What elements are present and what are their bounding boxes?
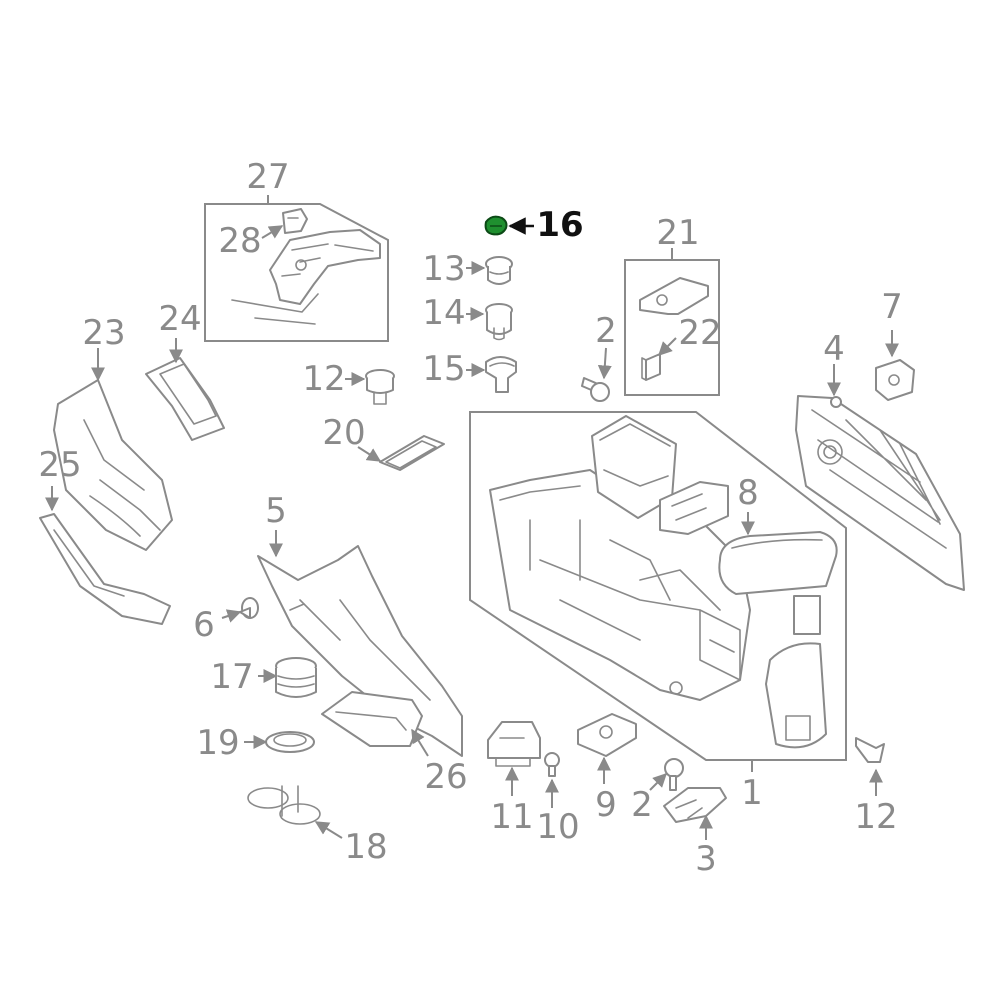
part-24-bezel [145,357,225,441]
group-27-shifter-box [204,195,389,342]
callout-5: 5 [265,491,287,531]
part-21-bracket [639,277,709,315]
part-12-lower-push-pin [855,737,885,763]
part-2-lower-screw [664,758,684,791]
part-19-ring [265,731,315,753]
callout-18: 18 [344,827,387,867]
part-10-screw [544,752,560,777]
part-7-clip [875,359,915,401]
part-6-push-pin [239,597,259,619]
callout-12-upper: 12 [302,359,345,399]
frame-27 [204,203,389,342]
callout-27: 27 [246,157,289,197]
part-3-bracket [663,787,727,823]
callout-21: 21 [656,213,699,253]
callout-22: 22 [678,313,721,353]
callout-4: 4 [823,329,845,369]
callout-10: 10 [536,807,579,847]
callout-14: 14 [422,293,465,333]
callout-26: 26 [424,757,467,797]
part-12-upper-push-pin [365,369,395,405]
callout-1: 1 [741,773,763,813]
callout-labels: 27 28 16 13 14 15 12 20 21 22 2 7 4 8 23… [38,157,902,879]
callout-2-lower: 2 [631,785,653,825]
part-15-clip [485,356,517,393]
callout-28: 28 [218,221,261,261]
callout-15: 15 [422,349,465,389]
callout-25: 25 [38,445,81,485]
part-16-cap-highlighted [484,215,508,236]
callout-24: 24 [158,299,201,339]
part-8-armrest [718,531,838,635]
frame-1 [469,411,847,761]
part-27-shifter-mechanism [231,229,381,325]
callout-23: 23 [82,313,125,353]
part-20-tray-mat [379,435,445,471]
group-21-box [624,248,720,396]
part-28-clip [282,208,308,234]
callout-13: 13 [422,249,465,289]
callout-2-upper: 2 [595,311,617,351]
part-bracket-insert [659,481,729,535]
part-4-side-panel [795,395,965,591]
callout-3: 3 [695,839,717,879]
part-18-cup-insert [247,785,321,825]
callout-11: 11 [490,797,533,837]
callout-17: 17 [210,657,253,697]
callout-12-lower: 12 [854,797,897,837]
part-9-bracket [577,713,637,757]
part-22-clip [641,353,661,381]
callout-8: 8 [737,473,759,513]
part-26-tray [321,691,423,747]
part-25-trim-strip [39,513,171,625]
callout-6: 6 [193,605,215,645]
part-rear-cover [765,642,827,749]
callout-20: 20 [322,413,365,453]
part-11-switch-block [487,721,541,767]
part-17-cup-sleeve [275,657,317,698]
callout-16: 16 [536,205,583,245]
callout-7: 7 [881,287,903,327]
part-13-bushing [485,256,513,285]
part-23-shifter-bezel [53,379,173,551]
part-2-upper-screw [581,377,610,402]
part-14-sleeve [485,303,513,341]
callout-19: 19 [196,723,239,763]
group-1-console-box [469,411,847,772]
callout-9: 9 [595,785,617,825]
